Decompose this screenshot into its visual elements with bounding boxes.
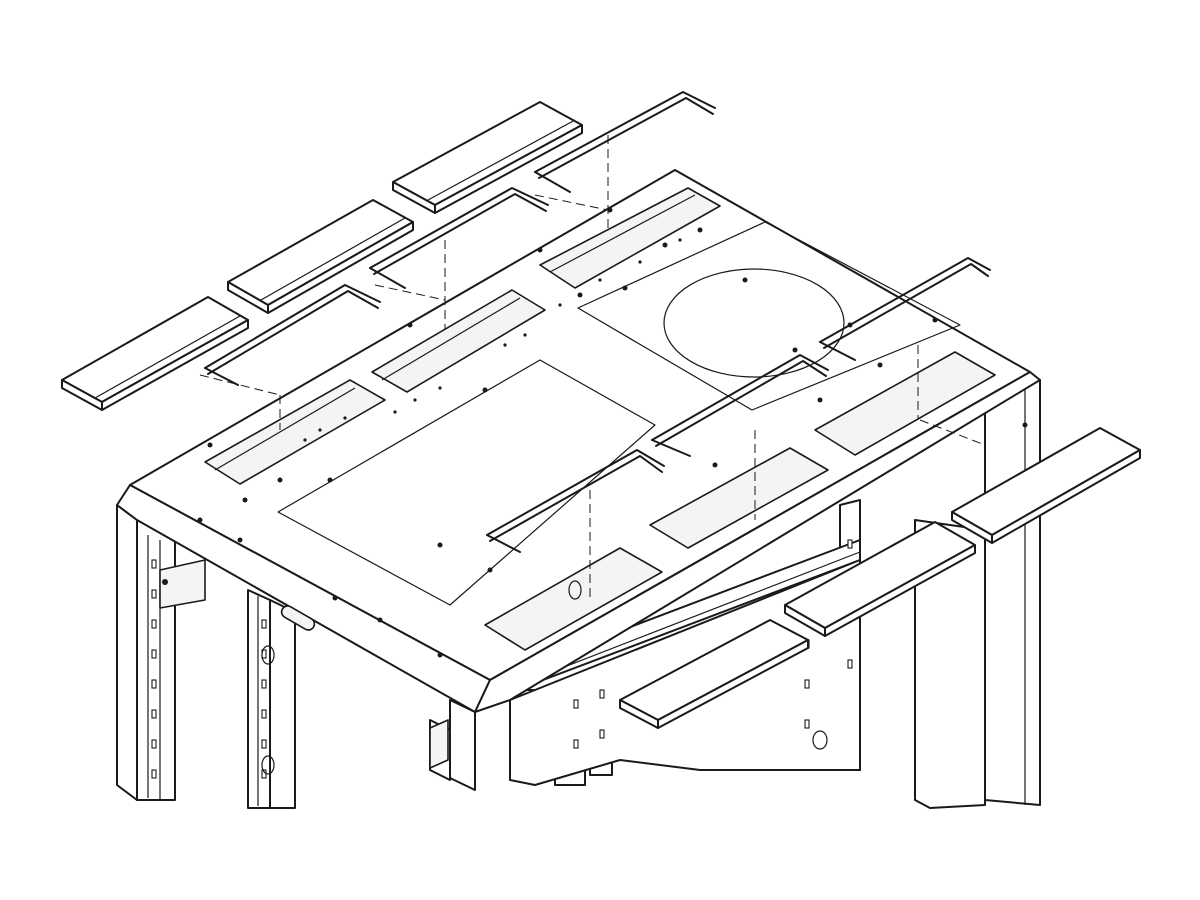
grounding-lug (812, 730, 828, 750)
rack-top-panel (116, 169, 1041, 779)
cover-plate-3 (392, 101, 583, 214)
front-center-post (247, 589, 296, 809)
rod-6 (819, 257, 991, 361)
fan-cutout (663, 268, 845, 378)
side-details (159, 559, 828, 775)
cover-plate-6 (951, 427, 1141, 544)
left-bracket (159, 559, 206, 609)
cover-plates-left (61, 101, 583, 411)
rod-5 (651, 354, 829, 457)
rod-1 (204, 284, 381, 386)
fan-plate (577, 221, 961, 411)
retainer-rods (204, 91, 991, 553)
mounting-holes (197, 207, 1028, 658)
assembly-guides (199, 135, 986, 600)
front-bracket (429, 719, 449, 769)
cover-plate-5 (784, 521, 976, 637)
cover-plate-2 (227, 199, 414, 314)
opening-front-mid (649, 447, 829, 549)
front-left-post (116, 504, 176, 801)
opening-right-back (539, 187, 721, 289)
cover-plate-1 (61, 296, 249, 411)
front-logo-badge (280, 605, 316, 631)
rod-4 (486, 449, 665, 553)
opening-left-back (204, 379, 386, 485)
cover-plates-right (619, 427, 1141, 729)
opening-front-right (814, 351, 996, 456)
opening-mid-back (371, 289, 546, 393)
rod-2 (369, 187, 549, 289)
cover-plate-4 (619, 619, 809, 729)
vent-dots (303, 238, 682, 442)
blank-plate-left (277, 359, 656, 606)
rod-3 (534, 91, 716, 193)
